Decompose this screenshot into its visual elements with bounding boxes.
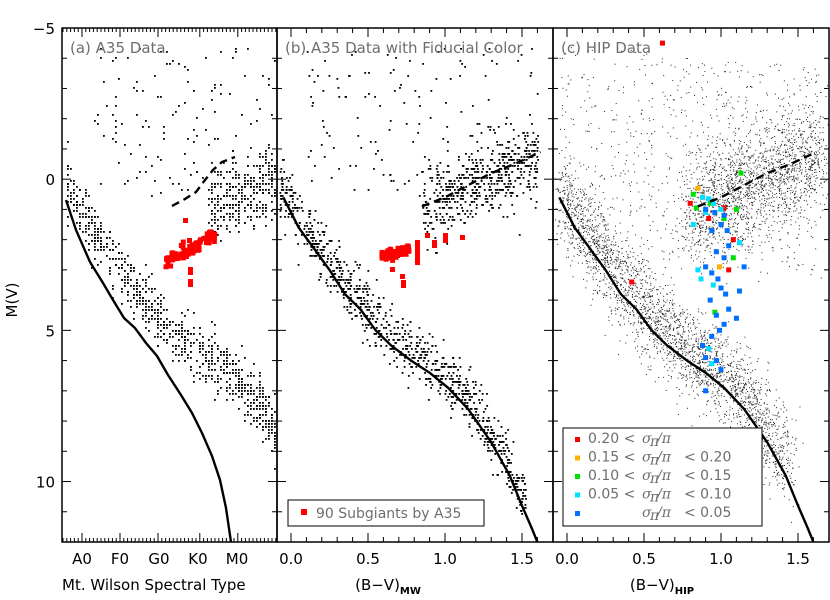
fiducial-lines-layer bbox=[64, 150, 818, 543]
legend-color-square-icon bbox=[575, 492, 580, 498]
y-tick-label: 0 bbox=[45, 171, 55, 189]
panel-c-xlabel: (B−V)HIP bbox=[630, 576, 694, 597]
legend-high: < 0.10 bbox=[684, 487, 731, 503]
legend-color-square-icon bbox=[575, 474, 580, 479]
panel-c-frame bbox=[552, 27, 830, 543]
panel-a-a35-stars bbox=[67, 48, 276, 470]
legend-sigma: σ bbox=[642, 450, 652, 466]
legend-low: 0.10 < bbox=[588, 468, 635, 484]
y-tick-label: 10 bbox=[36, 474, 55, 492]
legend-low: 0.15 < bbox=[588, 450, 635, 466]
legend-low: 0.05 < bbox=[588, 487, 635, 503]
panel-c-title: (c) HIP Data bbox=[561, 39, 651, 57]
panel-c-giant-branch-line bbox=[697, 150, 818, 208]
legend-sigma: σ bbox=[642, 505, 652, 521]
legend-sigma: σ bbox=[642, 487, 652, 503]
panel-c-0-10-0-15 bbox=[690, 170, 744, 315]
scatter-data-layer bbox=[67, 40, 829, 523]
panel-b-subgiants bbox=[379, 233, 465, 288]
panel-a-subgiants bbox=[163, 218, 218, 287]
panel-b-xtick-label: 0.5 bbox=[356, 550, 380, 568]
y-axis-label: M(V) bbox=[3, 283, 21, 318]
legend-color-square-icon bbox=[575, 455, 580, 461]
panel-c-xtick-label: 1.5 bbox=[786, 550, 810, 568]
panel-c-0-05-0-10 bbox=[690, 194, 742, 367]
panel-b-title: (b) A35 Data with Fiducial Color bbox=[285, 39, 524, 57]
panel-a-xtick-label: K0 bbox=[188, 550, 207, 568]
panel-a-xtick-label: F0 bbox=[111, 550, 129, 568]
panel-c-main-sequence-line bbox=[558, 196, 815, 543]
panel-c-xtick-label: 0.5 bbox=[632, 550, 656, 568]
y-tick-label: 5 bbox=[45, 322, 55, 340]
panel-a-main-sequence-line bbox=[64, 199, 233, 543]
panel-c-xtick-label: 0.0 bbox=[555, 550, 579, 568]
panel-b-a35-stars bbox=[279, 48, 540, 515]
legend-sigma: σ bbox=[642, 468, 652, 484]
panel-b-xtick-label: 0.0 bbox=[279, 550, 303, 568]
legend-high: < 0.05 bbox=[684, 505, 731, 521]
panel-c-xtick-label: 1.0 bbox=[709, 550, 733, 568]
panel-a-xtick-label: G0 bbox=[148, 550, 169, 568]
panel-c-legend: 0.20 <σπ/π0.15 <σπ/π< 0.200.10 <σπ/π< 0.… bbox=[562, 427, 763, 527]
panel-a-frame bbox=[61, 27, 278, 543]
panel-a-xlabel: Mt. Wilson Spectral Type bbox=[62, 576, 246, 594]
axes-layer: A0 F0 G0 K0 M0 0.0 0.5 1.0 1.5 0.0 0.5 1.0 1.5 −5 0 5 10 bbox=[33, 20, 830, 568]
panel-a-giant-branch-line bbox=[171, 155, 236, 208]
panel-b-xtick-label: 1.5 bbox=[510, 550, 534, 568]
panel-a-xtick-label: M0 bbox=[226, 550, 249, 568]
panel-b-frame bbox=[276, 27, 554, 543]
legend-color-square-icon bbox=[575, 511, 580, 516]
panel-b-main-sequence-line bbox=[282, 196, 539, 543]
legend-sigma: σ bbox=[642, 431, 652, 447]
legend-low: 0.20 < bbox=[588, 431, 635, 447]
panel-b-giant-branch-line bbox=[421, 150, 542, 208]
panel-c--0-05 bbox=[700, 206, 747, 394]
legend-red-square-icon bbox=[301, 509, 307, 515]
panel-a-title: (a) A35 Data bbox=[70, 39, 166, 57]
y-tick-label: −5 bbox=[33, 20, 55, 38]
panel-a-xtick-label: A0 bbox=[72, 550, 92, 568]
legend-high: < 0.20 bbox=[684, 450, 731, 466]
panel-c-hip-stars bbox=[554, 47, 829, 523]
legend-label: 90 Subgiants by A35 bbox=[316, 506, 461, 522]
panel-c-0-20- bbox=[629, 40, 736, 285]
legend-high: < 0.15 bbox=[684, 468, 731, 484]
panel-b-legend: 90 Subgiants by A35 bbox=[287, 499, 485, 527]
panel-b-xlabel: (B−V)MW bbox=[355, 576, 421, 597]
legend-color-square-icon bbox=[575, 437, 580, 442]
panel-b-xtick-label: 1.0 bbox=[433, 550, 457, 568]
